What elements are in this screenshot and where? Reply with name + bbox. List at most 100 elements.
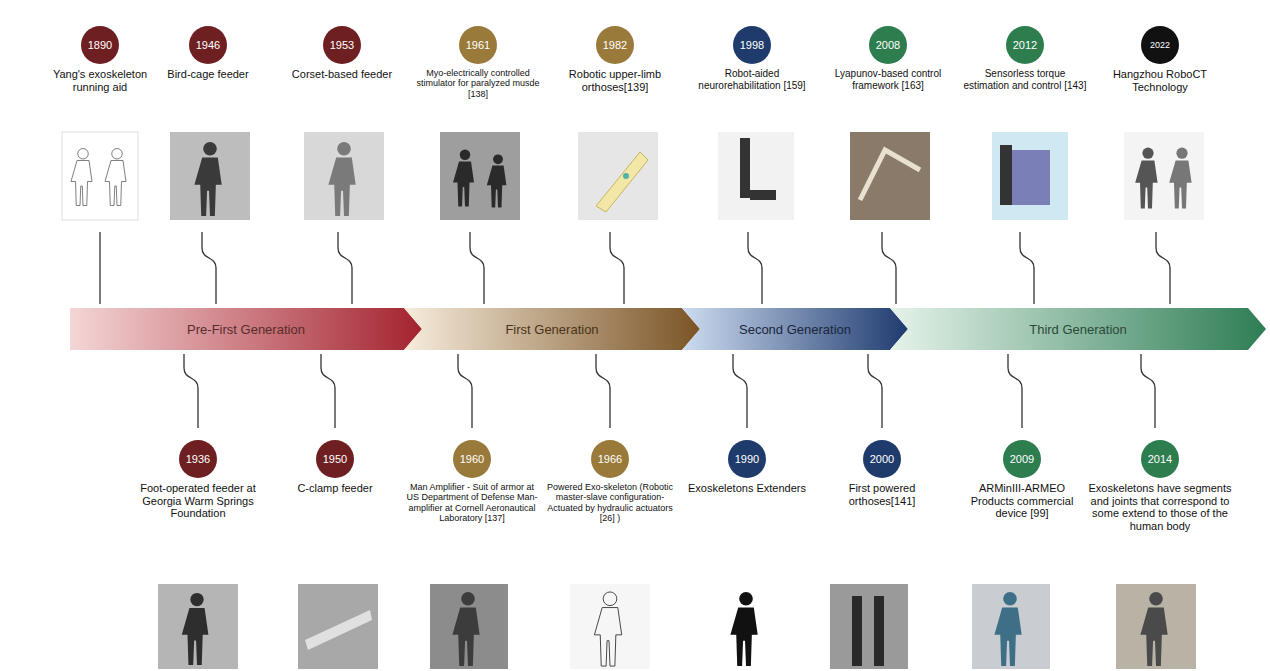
timeline-event: 1966Powered Exo-skeleton (Robotic master… xyxy=(542,440,678,523)
band-shape xyxy=(682,308,908,350)
year-circle: 2022 xyxy=(1141,26,1179,64)
year-circle: 2014 xyxy=(1141,440,1179,478)
band-shape xyxy=(70,308,422,350)
timeline-event: 2000First powered orthoses[141] xyxy=(819,440,945,507)
band-shape xyxy=(890,308,1266,350)
generation-band: Second Generation xyxy=(682,308,908,350)
year-circle: 1936 xyxy=(179,440,217,478)
generation-label: Pre-First Generation xyxy=(70,308,422,350)
leader-line xyxy=(882,232,896,304)
year-circle: 1982 xyxy=(596,26,634,64)
leg-orthosis xyxy=(852,596,862,666)
year-circle: 1961 xyxy=(459,26,497,64)
photo-1890 xyxy=(62,132,138,220)
timeline-event: 1990Exoskeletons Extenders xyxy=(684,440,810,495)
event-caption: Lyapunov-based control framework [163] xyxy=(825,68,951,91)
year-label: 2014 xyxy=(1148,453,1172,465)
year-label: 1966 xyxy=(598,453,622,465)
leader-line xyxy=(1020,232,1034,304)
year-circle: 2000 xyxy=(863,440,901,478)
timeline-event: 1953Corset-based feeder xyxy=(279,26,405,81)
figure-photo xyxy=(453,150,474,207)
figure-sketch xyxy=(105,149,126,206)
figure-photo xyxy=(1169,148,1191,209)
year-circle: 1946 xyxy=(189,26,227,64)
photo-frame xyxy=(298,584,378,669)
photo-2000 xyxy=(830,584,908,669)
figure-photo xyxy=(194,142,221,216)
year-label: 2009 xyxy=(1010,453,1034,465)
photo-2008 xyxy=(850,132,930,220)
year-circle: 1960 xyxy=(453,440,491,478)
photo-frame xyxy=(170,132,250,220)
leader-line xyxy=(1141,354,1155,428)
timeline-event: 1936Foot-operated feeder at Georgia Warm… xyxy=(128,440,268,520)
photo-frame xyxy=(158,584,238,669)
year-circle: 2008 xyxy=(869,26,907,64)
photo-frame xyxy=(718,132,794,220)
event-caption: Corset-based feeder xyxy=(279,68,405,81)
leader-line xyxy=(184,354,198,428)
photo-frame xyxy=(992,132,1068,220)
event-caption: Yang's exoskeleton running aid xyxy=(37,68,163,93)
leader-line xyxy=(338,232,352,304)
photo-frame xyxy=(304,132,384,220)
photo-2022 xyxy=(1124,132,1204,220)
event-caption: C-clamp feeder xyxy=(272,482,398,495)
year-circle: 1998 xyxy=(733,26,771,64)
photo-1936 xyxy=(158,584,238,669)
year-circle: 1950 xyxy=(316,440,354,478)
timeline-event: 2014Exoskeletons have segments and joint… xyxy=(1085,440,1235,533)
year-label: 1950 xyxy=(323,453,347,465)
year-circle: 1890 xyxy=(81,26,119,64)
figure-photo xyxy=(994,592,1021,666)
photo-frame xyxy=(972,584,1050,669)
photo-1950 xyxy=(298,584,378,669)
generation-label: Second Generation xyxy=(682,308,908,350)
year-label: 1953 xyxy=(330,39,354,51)
exoskeleton-model xyxy=(1000,145,1012,205)
photo-1953 xyxy=(304,132,384,220)
timeline-event: 1946Bird-cage feeder xyxy=(145,26,271,81)
leader-line xyxy=(610,232,624,304)
year-label: 1990 xyxy=(735,453,759,465)
leader-line xyxy=(596,354,610,428)
leader-line xyxy=(733,354,747,428)
year-label: 2012 xyxy=(1013,39,1037,51)
photo-1966 xyxy=(570,584,650,669)
event-caption: First powered orthoses[141] xyxy=(819,482,945,507)
photo-frame xyxy=(430,584,508,669)
leg-orthosis xyxy=(874,596,884,666)
year-circle: 2009 xyxy=(1003,440,1041,478)
event-caption: Powered Exo-skeleton (Robotic master-sla… xyxy=(542,482,678,523)
photo-frame xyxy=(570,584,650,669)
timeline-event: 2012Sensorless torque estimation and con… xyxy=(962,26,1088,91)
event-caption: Robot-aided neurorehabilitation [159] xyxy=(692,68,812,91)
leader-line xyxy=(99,232,100,304)
generation-band: Third Generation xyxy=(890,308,1266,350)
timeline-event: 1998Robot-aided neurorehabilitation [159… xyxy=(692,26,812,91)
timeline-event: 2008Lyapunov-based control framework [16… xyxy=(825,26,951,91)
arm-clamp xyxy=(305,610,372,650)
leader-line xyxy=(748,232,762,304)
timeline-event: 2009ARMinIII-ARMEO Products commercial d… xyxy=(962,440,1082,520)
photo-frame xyxy=(708,584,784,669)
leader-line xyxy=(321,354,335,428)
figure-icon xyxy=(730,592,757,666)
year-circle: 2012 xyxy=(1006,26,1044,64)
event-caption: Exoskeletons Extenders xyxy=(684,482,810,495)
event-caption: Bird-cage feeder xyxy=(145,68,271,81)
year-label: 2022 xyxy=(1150,40,1170,50)
photo-1990 xyxy=(708,584,784,669)
event-caption: ARMinIII-ARMEO Products commercial devic… xyxy=(962,482,1082,520)
event-caption: Hangzhou RoboCT Technology xyxy=(1097,68,1223,93)
event-caption: Man Amplifier - Suit of armor at US Depa… xyxy=(404,482,540,523)
leader-line xyxy=(458,354,472,428)
photo-frame xyxy=(62,132,138,220)
generation-band: First Generation xyxy=(404,308,700,350)
leader-line xyxy=(868,354,882,428)
leader-line xyxy=(202,232,216,304)
year-circle: 1966 xyxy=(591,440,629,478)
year-circle: 1953 xyxy=(323,26,361,64)
